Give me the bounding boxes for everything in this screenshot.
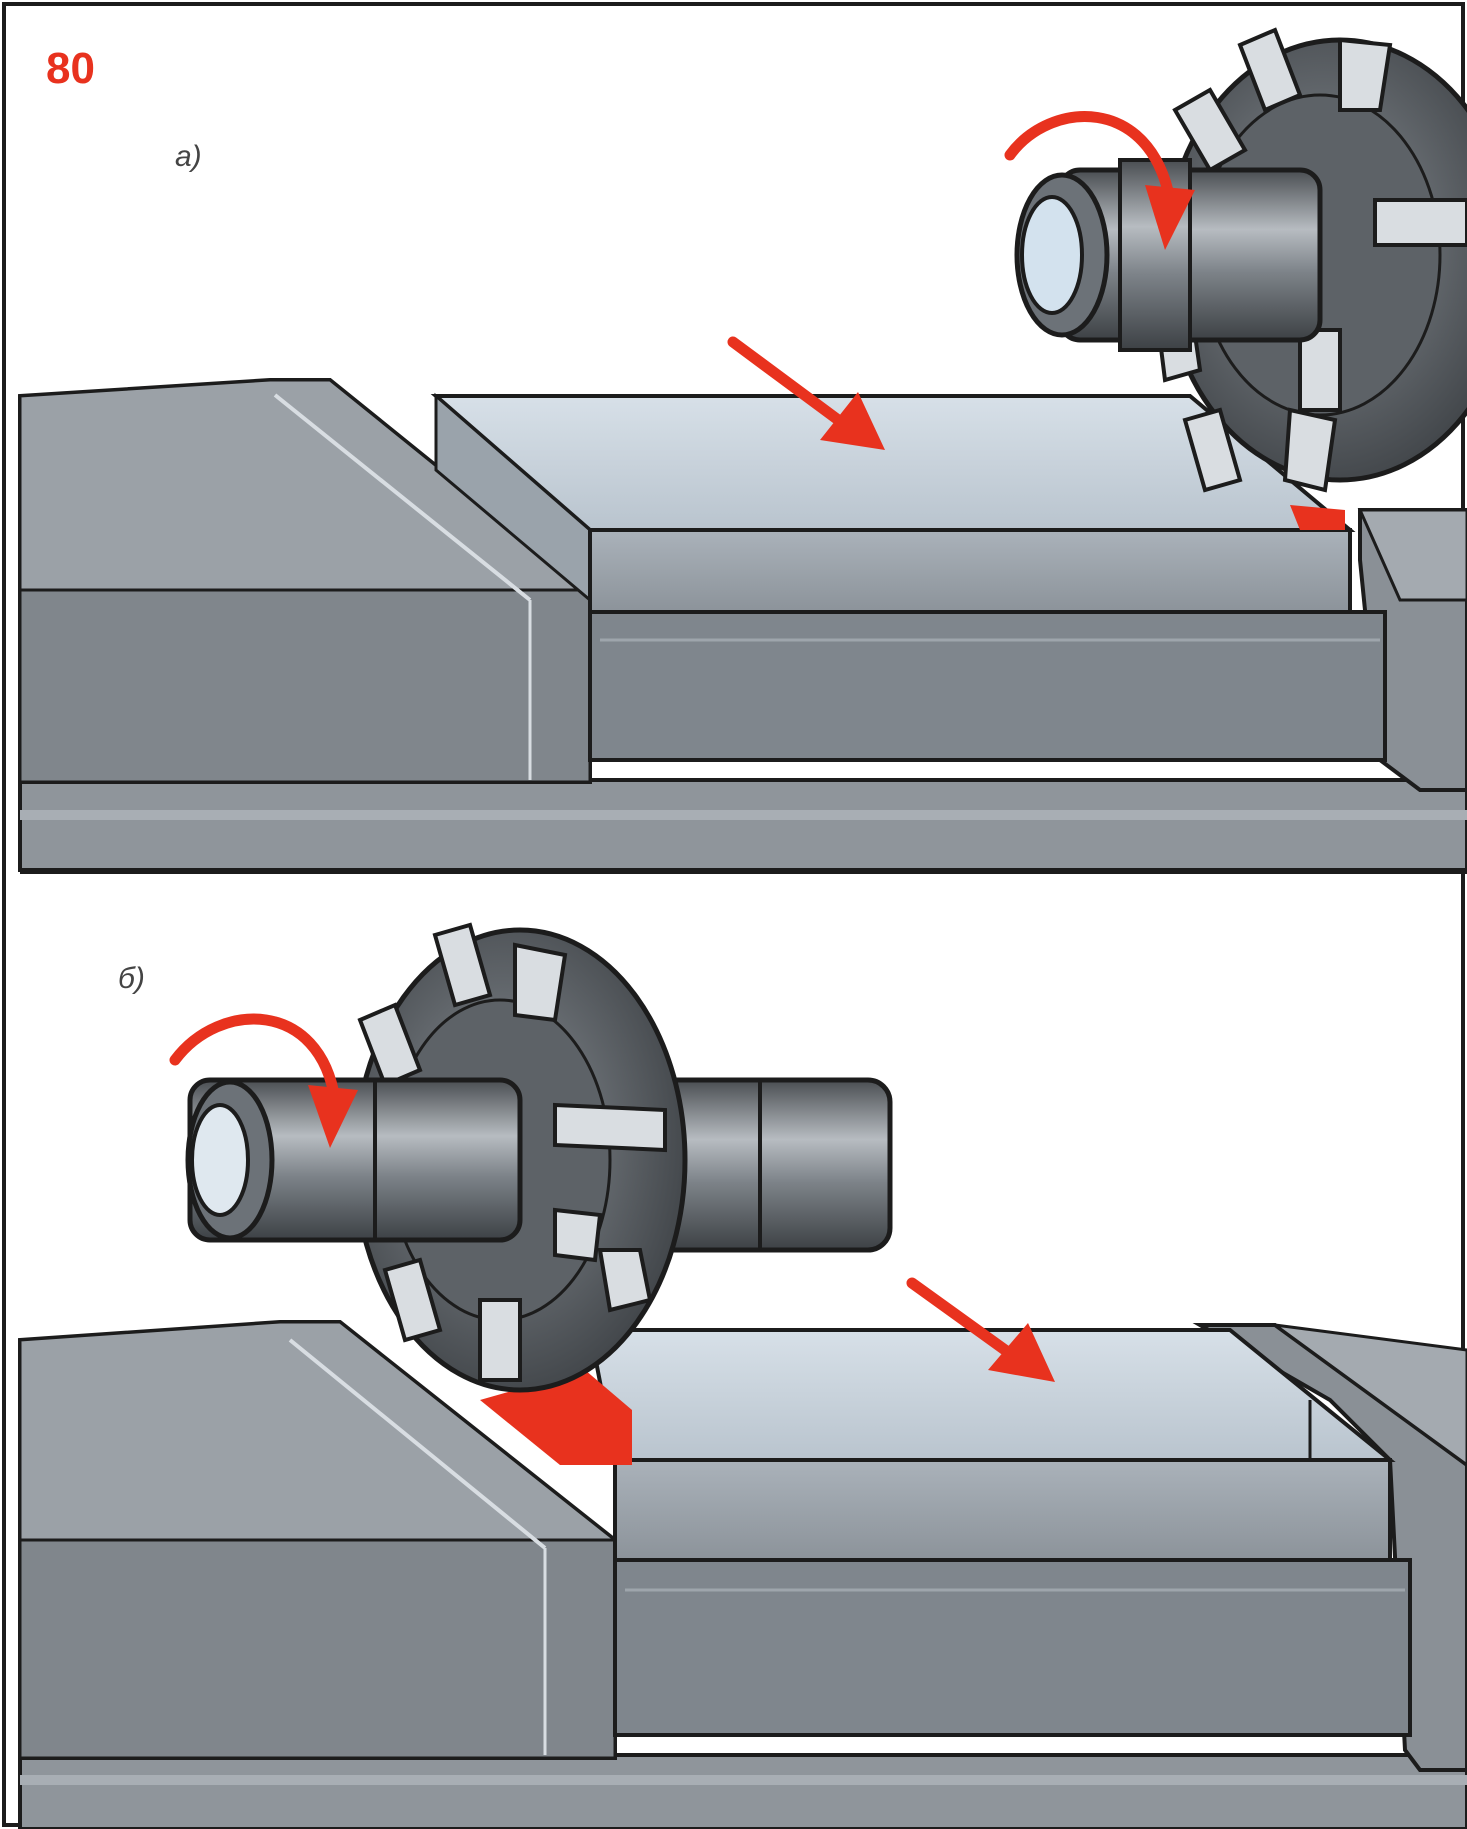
panel-a-label: a)	[175, 140, 202, 173]
machine-table-b	[18, 1753, 1467, 1829]
right-fixture-b	[1192, 1323, 1467, 1772]
rotation-arrow-icon	[1004, 111, 1195, 250]
milling-cutter-a	[1014, 27, 1467, 493]
panel-b-label: б)	[118, 962, 145, 995]
left-fixture-b	[18, 1320, 620, 1760]
feed-direction-arrow-icon	[727, 336, 885, 450]
rotation-arrow-icon	[169, 1013, 358, 1148]
workpiece-a	[430, 392, 1387, 762]
cut-chip-a	[1290, 505, 1345, 530]
panel-b	[18, 922, 1467, 1829]
milling-cutter-b	[185, 922, 893, 1393]
workpiece-b	[480, 1328, 1412, 1737]
machine-table-a	[18, 778, 1467, 872]
panel-a	[18, 27, 1467, 872]
cut-chip-b	[480, 1370, 632, 1465]
figure-number: 80	[46, 44, 95, 93]
feed-direction-arrow-icon	[906, 1277, 1055, 1382]
